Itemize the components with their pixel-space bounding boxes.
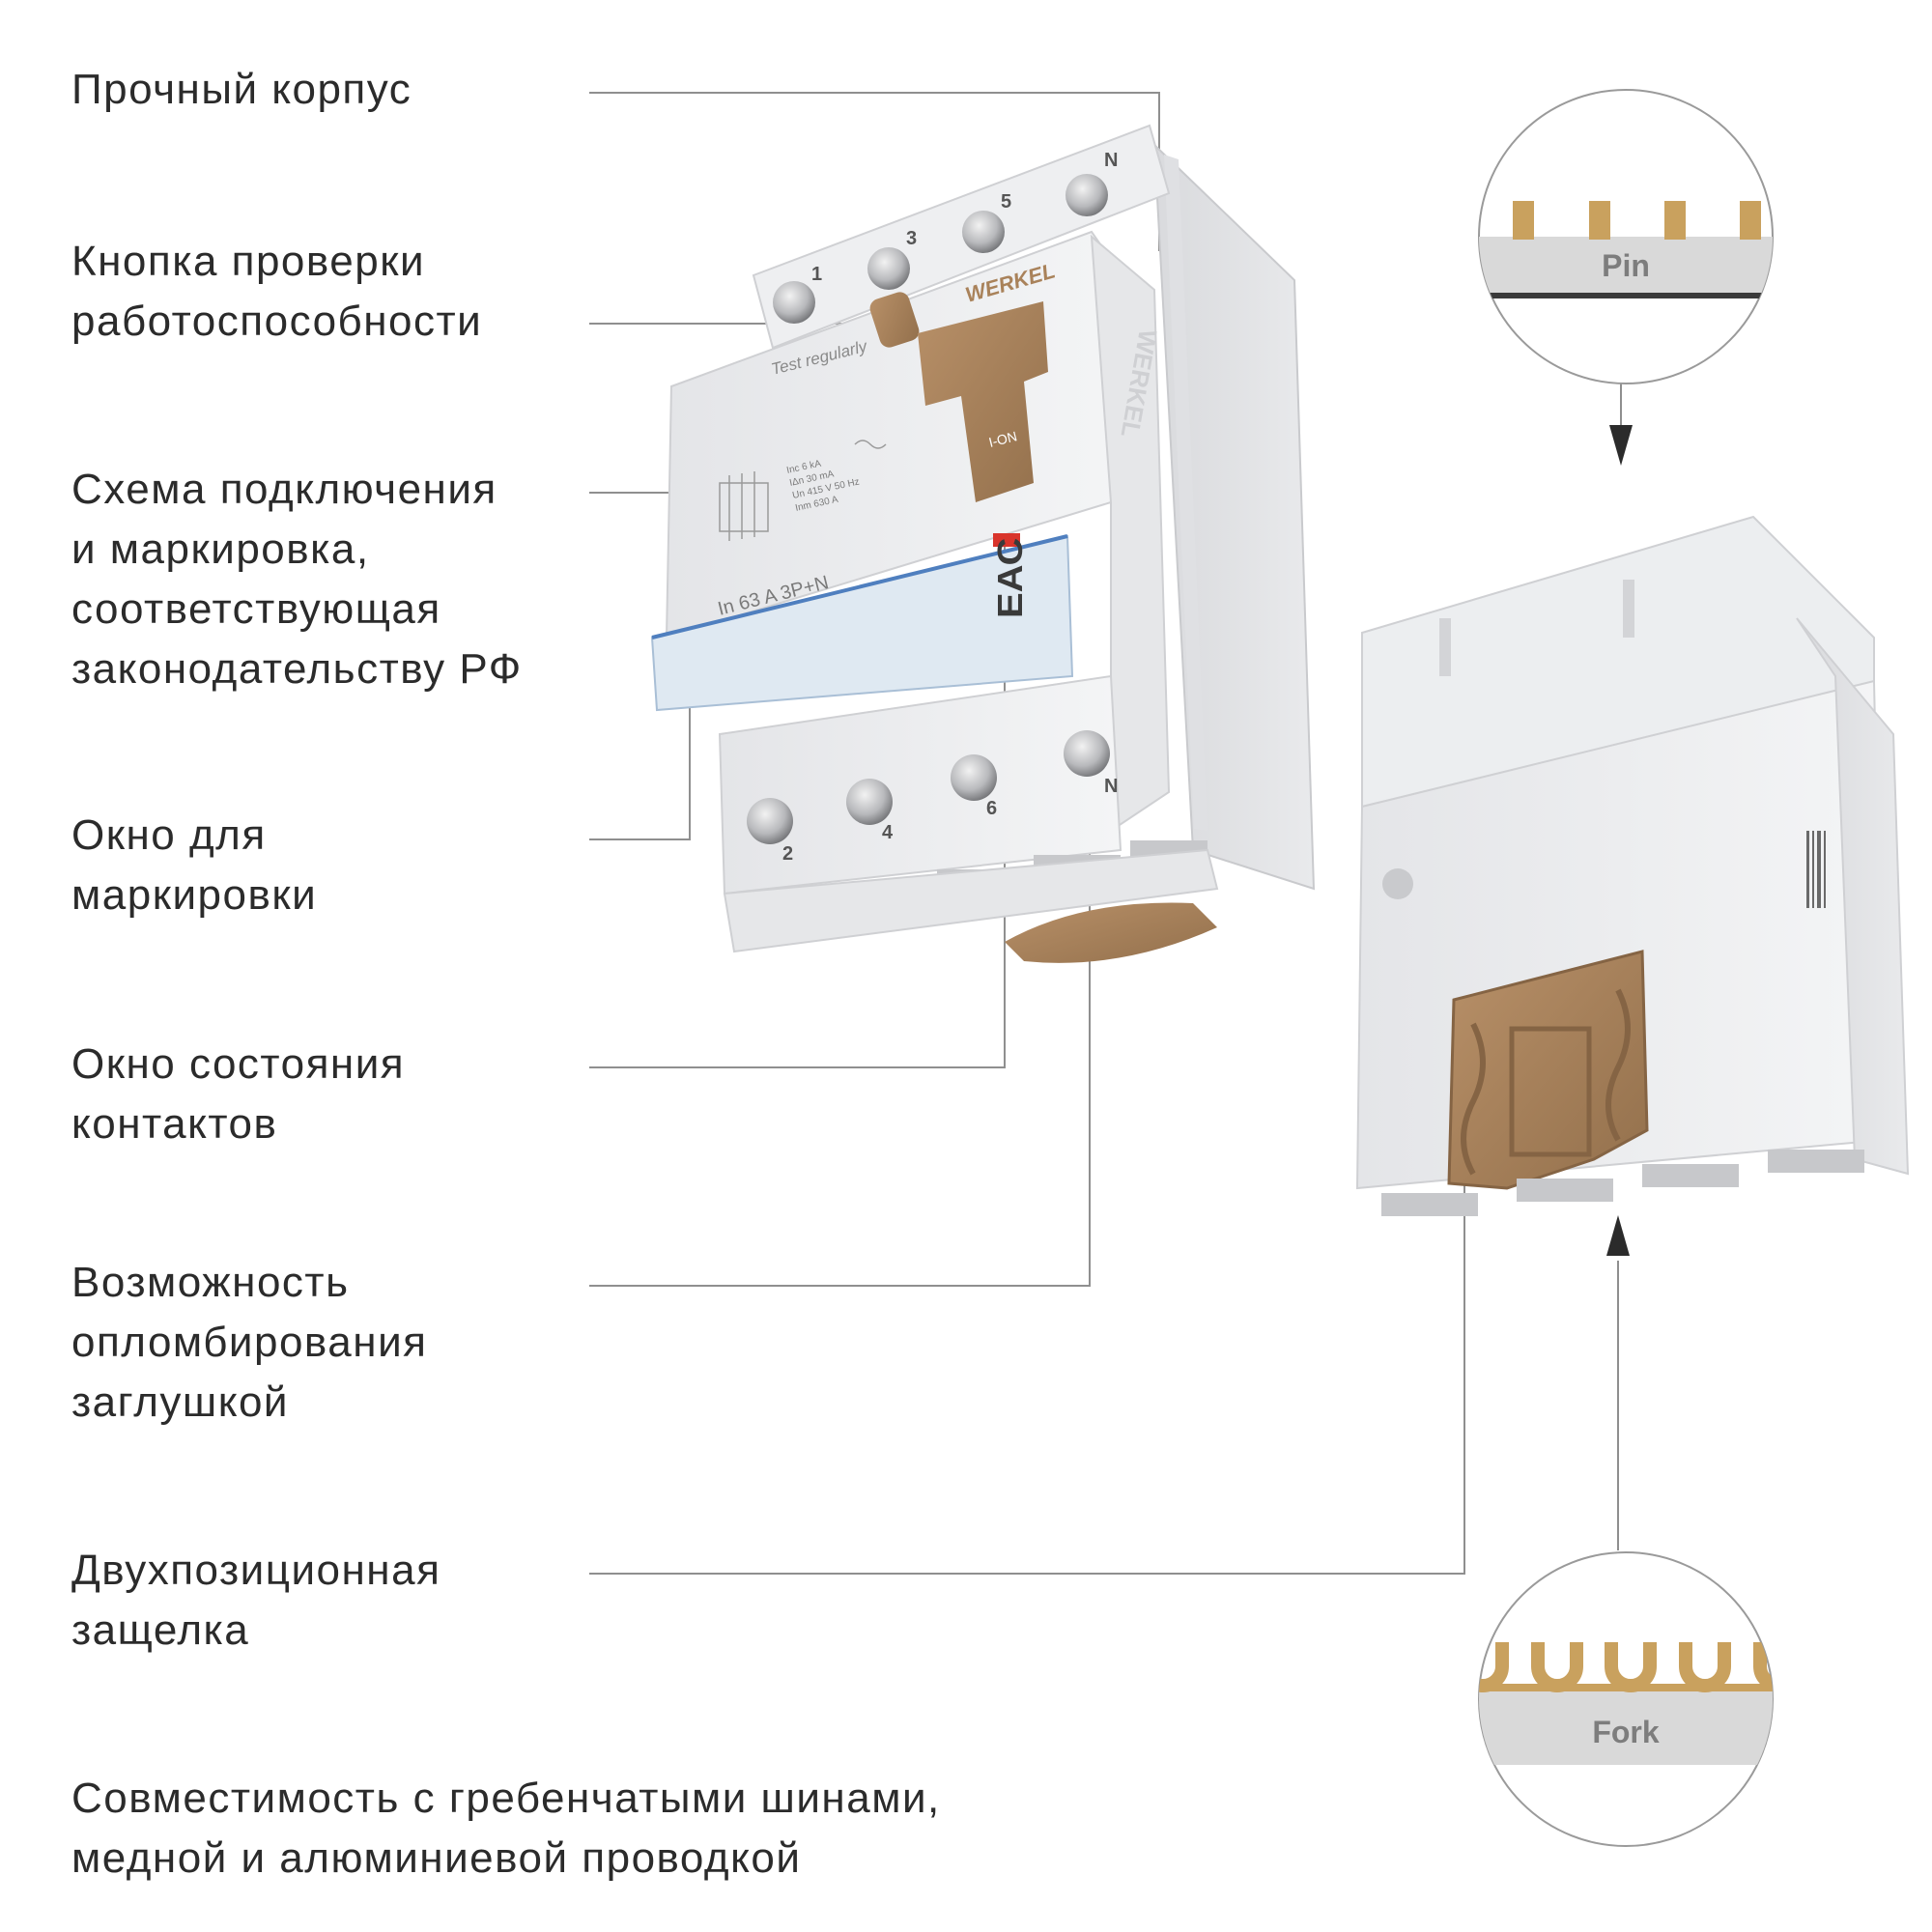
- bottom-terminal-screws: [747, 730, 1110, 844]
- contact-state-window: [993, 533, 1020, 547]
- feature-housing-line-1: Прочный корпус: [71, 66, 412, 113]
- feature-busbar-line-2: медной и алюминиевой проводкой: [71, 1834, 802, 1882]
- feature-latch-line-2: защелка: [71, 1606, 250, 1654]
- feature-sealing-line-3: заглушкой: [71, 1378, 289, 1426]
- feature-wiring-diagram-line-2: и маркировка,: [71, 526, 370, 573]
- fork-label: Fork: [1592, 1715, 1660, 1749]
- terminal-bottom-4: 4: [882, 822, 894, 843]
- wiring-diagram-sketch: [719, 440, 887, 541]
- rcd-back-view: [1355, 515, 1910, 1216]
- spec-text: Inc 6 kA IΔn 30 mA Un 415 V 50 Hz Inm 63…: [785, 459, 860, 514]
- feature-contact-window: Окно состояния контактов: [71, 1035, 405, 1154]
- feature-marking-window-line-1: Окно для: [71, 811, 267, 859]
- feature-contact-window-line-1: Окно состояния: [71, 1040, 406, 1088]
- feature-marking-window: Окно для маркировки: [71, 806, 317, 925]
- switch-label: I-ON: [987, 428, 1019, 450]
- feature-busbar: Совместимость с гребенчатыми шинами, мед…: [71, 1769, 941, 1889]
- back-side-face: [1796, 617, 1910, 1176]
- feature-housing: Прочный корпус: [71, 60, 412, 120]
- feature-wiring-diagram-line-3: соответствующая: [71, 585, 441, 633]
- back-cable-slots: [1381, 1150, 1864, 1216]
- arrow-pin-head: [1609, 425, 1633, 466]
- terminal-top-1: 1: [811, 264, 822, 285]
- feature-latch: Двухпозиционная защелка: [71, 1541, 440, 1661]
- terminal-top-3: 3: [906, 228, 917, 249]
- top-terminal-screws: [773, 174, 1108, 324]
- pin-busbar-badge: Pin: [1478, 89, 1774, 384]
- pin-teeth: [1513, 201, 1761, 240]
- terminal-bottom-2: 2: [782, 843, 793, 865]
- terminal-bottom-n: N: [1104, 776, 1118, 797]
- terminal-top-5: 5: [1001, 191, 1011, 213]
- top-terminal-block: [752, 124, 1171, 350]
- feature-sealing: Возможность опломбирования заглушкой: [71, 1253, 427, 1433]
- leader-marking-window: [589, 691, 691, 840]
- din-latch[interactable]: [1447, 950, 1649, 1190]
- feature-sealing-line-1: Возможность: [71, 1259, 350, 1306]
- terminal-top-n: N: [1104, 150, 1118, 171]
- barcode-sticker: [1806, 831, 1826, 908]
- feature-marking-window-line-2: маркировки: [71, 871, 318, 919]
- feature-busbar-line-1: Совместимость с гребенчатыми шинами,: [71, 1775, 941, 1822]
- terminal-bottom-6: 6: [986, 798, 997, 819]
- rcd-front-view: Inc 6 kA IΔn 30 mA Un 415 V 50 Hz Inm 63…: [650, 124, 1316, 963]
- feature-test-button-line-2: работоспособности: [71, 298, 483, 345]
- feature-wiring-diagram: Схема подключения и маркировка, соответс…: [71, 460, 523, 699]
- eac-mark: ЕАС: [992, 538, 1031, 618]
- fork-busbar-badge: Fork: [1478, 1551, 1774, 1847]
- test-button[interactable]: [867, 290, 922, 350]
- feature-wiring-diagram-line-4: законодательству РФ: [71, 645, 523, 693]
- feature-wiring-diagram-line-1: Схема подключения: [71, 466, 497, 513]
- back-top-block: [1361, 515, 1875, 809]
- feature-test-button-line-1: Кнопка проверки: [71, 238, 426, 285]
- terminal-numbers: 1 3 5 N 2 4 6 N: [782, 150, 1118, 865]
- feature-sealing-line-2: опломбирования: [71, 1319, 428, 1366]
- arrow-fork-head: [1606, 1215, 1630, 1256]
- din-clip: [1005, 902, 1217, 963]
- feature-latch-line-1: Двухпозиционная: [71, 1547, 441, 1594]
- feature-contact-window-line-2: контактов: [71, 1100, 278, 1148]
- pin-label: Pin: [1602, 248, 1650, 283]
- toggle-lever[interactable]: [918, 301, 1048, 502]
- device-lower-face: [718, 674, 1122, 895]
- leader-latch: [589, 1179, 1465, 1575]
- feature-test-button: Кнопка проверки работоспособности: [71, 232, 482, 352]
